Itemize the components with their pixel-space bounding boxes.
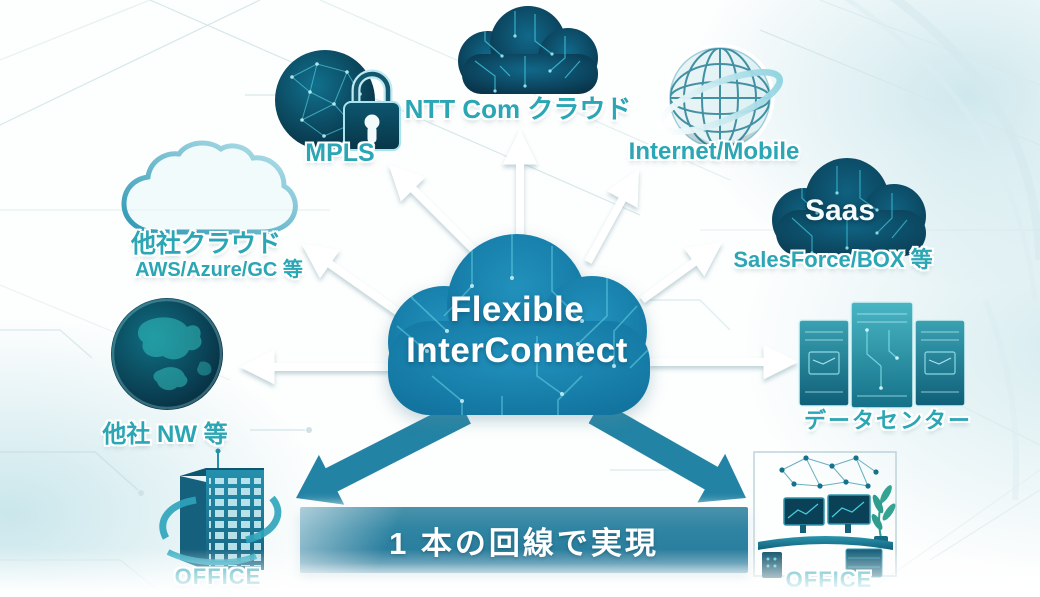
label-other-cloud-sub: AWS/Azure/GC 等 [135,259,303,281]
label-ntt-com-cloud: NTT Com クラウド [404,94,632,124]
label-office-right: OFFICE [785,567,873,592]
label-saas: Saas [804,194,876,227]
label-internet-mobile: Internet/Mobile [628,138,800,165]
single-line-banner: 1 本の回線で実現 [300,507,748,573]
ntt-com-cloud-icon [458,6,598,94]
label-mpls: MPLS [305,139,375,167]
dual-monitors-icon [783,494,871,533]
label-datacenter: データセンター [803,408,973,433]
flexible-interconnect-cloud [388,234,650,415]
other-nw-globe-icon [111,298,223,410]
label-office-left: OFFICE [174,564,262,589]
banner-text: 1 本の回線で実現 [389,525,659,561]
datacenter-servers-icon [798,301,966,409]
office-building-icon [159,448,282,570]
office-desk-icon [753,451,897,578]
mpls-globe-lock-icon [275,50,401,151]
label-saas-sub: SalesForce/BOX 等 [733,247,933,272]
label-other-nw: 他社 NW 等 [102,421,228,448]
network-nodes-icon [779,455,879,489]
plant-icon [871,485,896,546]
